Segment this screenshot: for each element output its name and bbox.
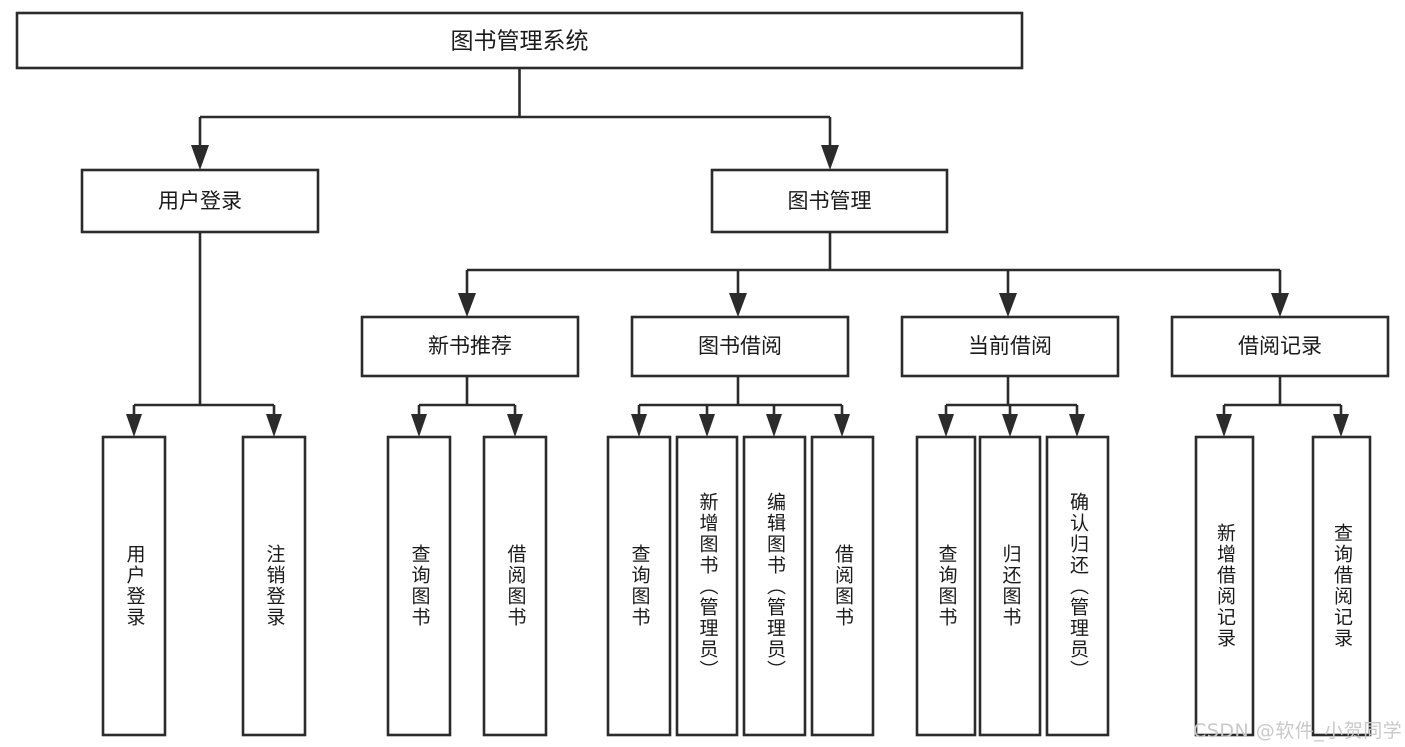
arrow-to-book-borrow — [729, 293, 747, 317]
node-book-borrow-box[interactable] — [630, 315, 850, 378]
node-new-book-rec-label: 新书推荐 — [428, 334, 512, 358]
leaf-box-confirm-return-admin[interactable] — [1045, 435, 1110, 737]
arrow-to-book-mgmt — [821, 145, 839, 170]
leaf-box-query-book-3[interactable] — [915, 435, 977, 737]
leaf-box-return-book[interactable] — [978, 435, 1042, 737]
arrow-bookborrow-leaf2 — [699, 414, 715, 437]
arrow-borrowrecord-leaf2 — [1333, 414, 1349, 437]
node-book-borrow-label: 图书借阅 — [698, 334, 782, 358]
node-book-mgmt-box[interactable] — [710, 168, 949, 234]
leaf-box-query-book-2[interactable] — [606, 435, 672, 737]
leaf-box-user-login[interactable] — [101, 435, 167, 737]
arrow-bookborrow-leaf4 — [834, 414, 850, 437]
node-borrow-record-label: 借阅记录 — [1238, 334, 1322, 358]
arrow-to-new-book-rec — [458, 293, 476, 317]
arrow-currentborrow-leaf3 — [1069, 414, 1085, 437]
leaf-box-add-book-admin[interactable] — [675, 435, 739, 737]
leaf-box-edit-book-admin[interactable] — [742, 435, 807, 737]
leaf-box-query-borrow-record[interactable] — [1311, 435, 1372, 737]
arrow-to-user-login — [191, 145, 209, 170]
node-root-box[interactable] — [15, 11, 1024, 70]
arrow-newbook-leaf1 — [411, 414, 427, 437]
arrow-borrowrecord-leaf1 — [1216, 414, 1232, 437]
arrow-bookborrow-leaf1 — [631, 414, 647, 437]
node-current-borrow-box[interactable] — [900, 315, 1120, 378]
arrow-newbook-leaf2 — [507, 414, 523, 437]
arrow-userlogin-leaf2 — [266, 414, 282, 437]
node-book-mgmt-label: 图书管理 — [788, 189, 872, 213]
arrow-bookborrow-leaf3 — [766, 414, 782, 437]
leaf-box-add-borrow-record[interactable] — [1194, 435, 1255, 737]
leaf-box-borrow-book-2[interactable] — [810, 435, 875, 737]
csdn-watermark: CSDN @软件_小贺同学 — [1193, 720, 1403, 742]
arrow-currentborrow-leaf1 — [938, 414, 954, 437]
node-user-login-box[interactable] — [80, 168, 320, 234]
leaf-box-borrow-book-1[interactable] — [482, 435, 548, 737]
node-new-book-rec-box[interactable] — [360, 315, 580, 378]
node-layer: 图书管理系统 用户登录 图书管理 新书推荐 图书借阅 当前借阅 借阅记录 — [15, 11, 1390, 737]
node-user-login-label: 用户登录 — [158, 189, 242, 213]
node-root-label: 图书管理系统 — [451, 29, 589, 55]
node-current-borrow-label: 当前借阅 — [968, 334, 1052, 358]
leaf-box-query-book-1[interactable] — [386, 435, 452, 737]
leaf-box-logout[interactable] — [241, 435, 307, 737]
arrow-currentborrow-leaf2 — [1002, 414, 1018, 437]
node-borrow-record-box[interactable] — [1170, 315, 1390, 378]
arrow-to-current-borrow — [999, 293, 1017, 317]
arrow-userlogin-leaf1 — [126, 414, 142, 437]
connector-layer — [126, 68, 1349, 437]
arrow-to-borrow-record — [1271, 293, 1289, 317]
